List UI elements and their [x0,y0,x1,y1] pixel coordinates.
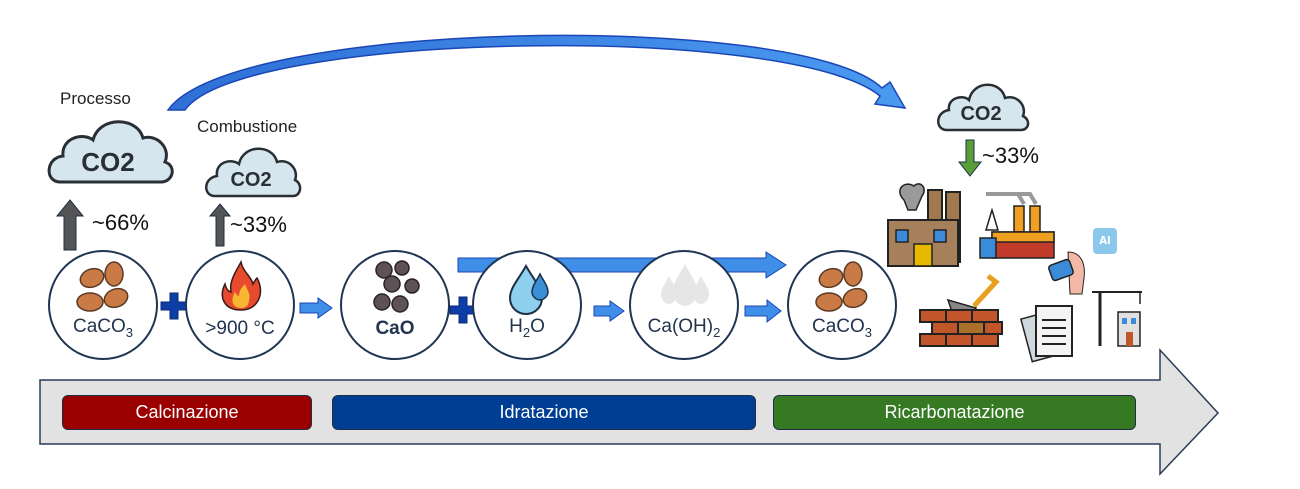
step-caoh2: Ca(OH)2 [629,250,739,360]
step-label: H2O [509,316,545,340]
combustion-percent: ~33% [230,212,287,237]
limestone-rocks-icon [76,261,129,312]
step-label: >900 °C [205,318,275,339]
step-caco3: CaCO3 [48,250,158,360]
cloud-icon: CO2 [205,147,302,198]
paper-icon [1019,305,1073,363]
combustion-label: Combustione [197,117,298,136]
step-cao: CaO [340,250,450,360]
right-arrow-icon [744,298,782,324]
step-label: Ca(OH)2 [647,316,721,340]
right-arrow-icon [299,297,333,319]
industry-factory-icon [887,183,961,267]
hydrated-lime-icon [661,264,709,306]
phase-ricarbonatazione: Ricarbonatazione [773,395,1136,430]
plus-icon [449,296,477,324]
step-h2o: H2O [472,250,582,360]
limestone-rocks-icon [815,261,868,312]
cloud-gas-label: CO2 [81,147,134,177]
plus-icon [160,292,188,320]
step-caco3-final: CaCO3 [787,250,897,360]
construction-brick-icon [919,274,1003,347]
fire-icon [221,259,262,311]
step-label: CaO [375,318,415,339]
ai-badge: AI [1093,228,1117,254]
process-label: Processo [60,89,131,108]
up-arrow-icon [208,203,232,247]
phase-calcinazione: Calcinazione [62,395,312,430]
cloud-gas-label: CO2 [230,169,271,191]
step-label: CaCO3 [811,316,873,340]
water-drop-icon [508,263,549,316]
phase-idratazione: Idratazione [332,395,756,430]
cloud-icon: CO2 [47,120,174,184]
drinking-water-icon [1048,251,1085,295]
cloud-gas-label: CO2 [960,103,1001,125]
reabsorbed-percent: ~33% [982,143,1039,168]
building-crane-icon [1092,291,1142,347]
step-label: CaCO3 [72,316,134,340]
up-arrow-icon [55,199,85,251]
right-arrow-icon [593,300,625,322]
down-arrow-icon [957,139,983,177]
step-temperature: >900 °C [185,250,295,360]
process-percent: ~66% [92,210,149,235]
lime-rocks-icon [373,260,420,313]
cloud-icon: CO2 [937,83,1030,132]
power-plant-icon [979,192,1055,259]
